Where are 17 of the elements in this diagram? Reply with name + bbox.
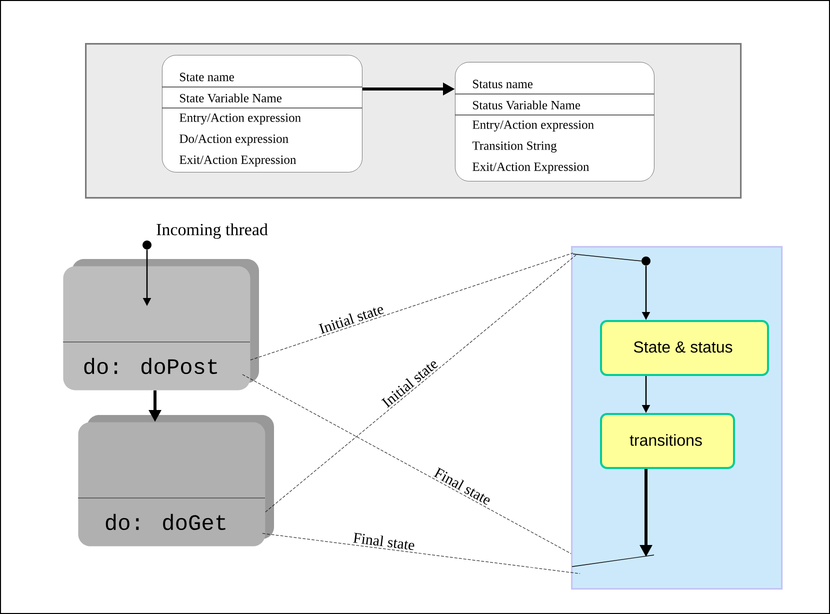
start-dot bbox=[642, 256, 650, 266]
edge-label: Final state bbox=[353, 532, 414, 550]
dashed-line bbox=[265, 254, 576, 512]
state-box: State name State Variable Name Entry/Action expression Do/Action expression Exit/Action Expression bbox=[162, 55, 362, 172]
state-box: Status name Status Variable Name Entry/Action expression Transition String Exit/Action Expression bbox=[454, 62, 654, 182]
dashed-line bbox=[262, 533, 580, 574]
state-box: do: doPost bbox=[62, 259, 259, 390]
dashed-line bbox=[242, 374, 572, 554]
dashed-line bbox=[250, 252, 574, 360]
line bbox=[572, 554, 654, 567]
state-box: do: doGet bbox=[78, 415, 274, 546]
edge-label: Initial state bbox=[318, 307, 384, 334]
line bbox=[572, 254, 642, 262]
edge-label: Final state bbox=[434, 467, 490, 505]
process-box: transitions bbox=[600, 413, 735, 469]
process-box: State & status bbox=[600, 320, 769, 376]
dot-caption: Incoming thread bbox=[156, 223, 268, 239]
